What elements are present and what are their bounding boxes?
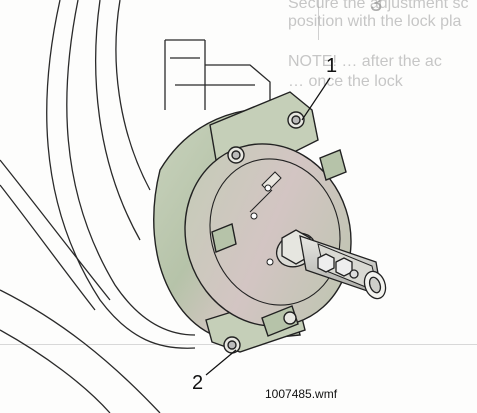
frame-casting [0, 0, 271, 413]
background-text-line-2: position with the lock pla [288, 13, 462, 30]
background-divider [318, 0, 319, 40]
callout-2-label: 2 [192, 372, 203, 394]
callout-1-label: 1 [326, 55, 337, 77]
background-text-line-4: … once the lock [288, 73, 403, 90]
background-step-number: 3 [370, 0, 383, 16]
top-bolts [227, 111, 305, 164]
background-text-line-3: NOTE! … after the ac [288, 53, 442, 70]
background-text-line-1: Secure the adjustment sc [288, 0, 469, 12]
bottom-bolts [223, 311, 297, 354]
figure-filename: 1007485.wmf [265, 387, 338, 401]
callout-leaders [205, 77, 331, 376]
actuator-housing [153, 91, 352, 354]
output-shaft [276, 229, 387, 300]
